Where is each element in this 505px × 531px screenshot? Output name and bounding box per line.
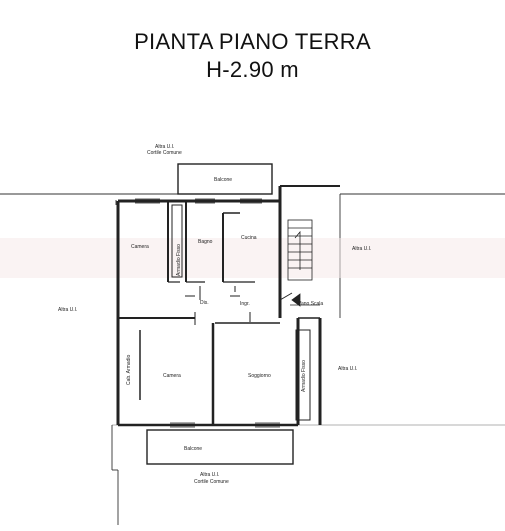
scan-smudge bbox=[0, 238, 505, 278]
label-balcone-bottom: Balcone bbox=[184, 446, 202, 452]
label-altra-top-1: Altra U.I. bbox=[155, 144, 174, 150]
label-soggiorno: Soggiorno bbox=[248, 373, 271, 379]
label-vano-scala: Vano Scala bbox=[298, 301, 323, 307]
title-height: H-2.90 m bbox=[206, 57, 299, 82]
doors bbox=[185, 286, 293, 325]
outer-walls bbox=[116, 185, 340, 427]
label-cucina: Cucina bbox=[241, 235, 257, 241]
title-floor: PIANTA PIANO TERRA bbox=[134, 29, 371, 54]
windows bbox=[135, 198, 280, 428]
label-cab-armadio: Cab. Armadio bbox=[126, 354, 132, 385]
balcony-bottom bbox=[146, 429, 294, 465]
label-armadio-fisso-2: Armadio Fisso bbox=[301, 360, 307, 392]
label-armadio-fisso-1: Armadio Fisso bbox=[176, 244, 182, 276]
label-dis: Dis. bbox=[200, 300, 209, 306]
stairwell bbox=[287, 219, 320, 307]
label-camera-top: Camera bbox=[131, 244, 149, 250]
interior-walls bbox=[118, 201, 280, 425]
plan-title: PIANTA PIANO TERRA H-2.90 m bbox=[0, 28, 505, 84]
label-camera-bottom: Camera bbox=[163, 373, 181, 379]
label-altra-top-2: Cortile Comune bbox=[147, 150, 182, 156]
wardrobe-bottom bbox=[295, 329, 311, 421]
label-altra-right-top: Altra U.I. bbox=[352, 246, 371, 252]
label-balcone-top: Balcone bbox=[214, 177, 232, 183]
balcony-top bbox=[177, 163, 273, 195]
label-ingr: Ingr. bbox=[240, 301, 250, 307]
label-altra-left: Altra U.I. bbox=[58, 307, 77, 313]
label-altra-right-bottom: Altra U.I. bbox=[338, 366, 357, 372]
label-altra-bottom-2: Cortile Comune bbox=[194, 479, 229, 485]
label-altra-bottom-1: Altra U.I. bbox=[200, 472, 219, 478]
wardrobe-top bbox=[171, 204, 183, 278]
label-bagno: Bagno bbox=[198, 239, 213, 245]
